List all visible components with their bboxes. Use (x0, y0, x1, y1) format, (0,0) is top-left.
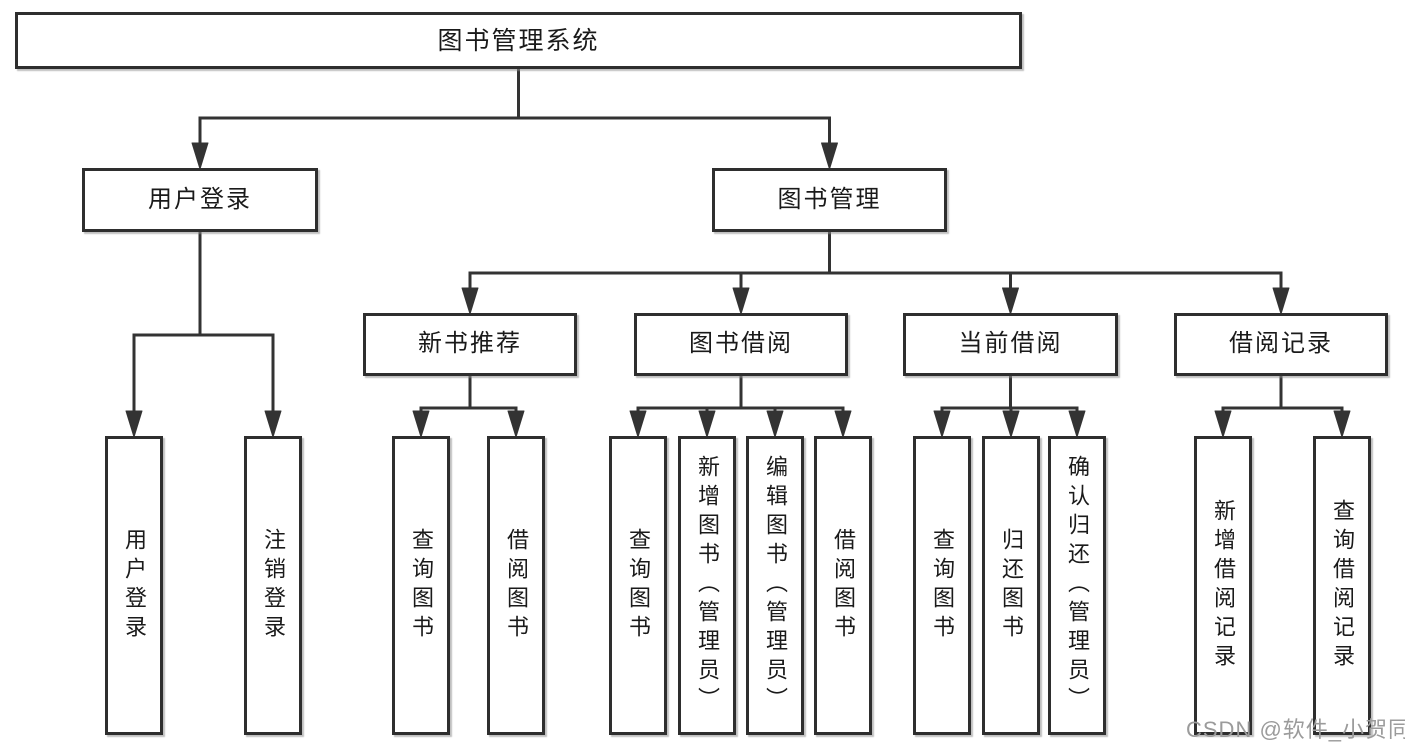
node-add-books: 新增图书（管理员） (678, 436, 736, 735)
node-add-books-label: 新增图书（管理员） (695, 455, 720, 716)
node-root-label: 图书管理系统 (437, 26, 600, 55)
node-add-borrow-record: 新增借阅记录 (1194, 436, 1252, 735)
arrowhead-user-login-group (191, 142, 209, 170)
arrowhead-edit-books (766, 410, 784, 438)
node-borrow-books-1: 借阅图书 (487, 436, 545, 735)
node-return-books-label: 归还图书 (999, 527, 1024, 644)
connector-root (191, 69, 838, 170)
node-query-borrow-record-label: 查询借阅记录 (1330, 498, 1355, 673)
node-book-borrowing: 图书借阅 (634, 313, 848, 376)
arrowhead-add-borrow-record (1214, 410, 1232, 438)
node-confirm-return: 确认归还（管理员） (1048, 436, 1106, 735)
node-edit-books-label: 编辑图书（管理员） (763, 455, 788, 716)
node-query-books-2: 查询图书 (609, 436, 667, 735)
arrowhead-borrow-books-2 (834, 410, 852, 438)
node-user-login: 用户登录 (105, 436, 163, 735)
node-book-borrowing-label: 图书借阅 (689, 330, 793, 358)
node-user-login-group-label: 用户登录 (148, 185, 252, 213)
node-add-borrow-record-label: 新增借阅记录 (1211, 498, 1236, 673)
node-book-management-label: 图书管理 (777, 185, 882, 213)
node-current-borrowing-label: 当前借阅 (958, 330, 1063, 358)
node-logout-label: 注销登录 (261, 527, 286, 644)
node-query-books-2-label: 查询图书 (626, 527, 651, 644)
arrowhead-current-borrowing (1002, 287, 1019, 315)
arrowhead-borrow-books-1 (507, 410, 525, 438)
node-borrowing-records-label: 借阅记录 (1229, 330, 1333, 358)
arrowhead-logout (264, 410, 282, 438)
node-new-book-recommendation: 新书推荐 (363, 313, 577, 376)
connector-borrowing-records (1214, 376, 1351, 438)
node-borrow-books-1-label: 借阅图书 (504, 527, 529, 644)
node-user-login-label: 用户登录 (122, 527, 147, 644)
node-query-books-3-label: 查询图书 (930, 527, 955, 644)
node-query-books-1-label: 查询图书 (409, 527, 434, 644)
connector-book-management (461, 232, 1290, 315)
node-new-book-recommendation-label: 新书推荐 (418, 330, 522, 358)
connector-user-login-group (125, 232, 282, 438)
arrowhead-new-book-recommendation (461, 287, 479, 315)
arrowhead-book-management (821, 142, 838, 170)
node-query-books-3: 查询图书 (913, 436, 971, 735)
arrowhead-query-books-1 (412, 410, 430, 438)
arrowhead-return-books (1002, 410, 1020, 438)
node-confirm-return-label: 确认归还（管理员） (1065, 455, 1090, 716)
arrowhead-query-books-2 (629, 410, 647, 438)
node-root: 图书管理系统 (15, 12, 1022, 69)
arrowhead-query-books-3 (933, 410, 951, 438)
node-current-borrowing: 当前借阅 (903, 313, 1118, 376)
connector-new-book-recommendation (412, 376, 525, 438)
connector-book-borrowing (629, 376, 852, 438)
arrowhead-user-login (125, 410, 143, 438)
node-query-borrow-record: 查询借阅记录 (1313, 436, 1371, 735)
node-logout: 注销登录 (244, 436, 302, 735)
node-query-books-1: 查询图书 (392, 436, 450, 735)
node-borrowing-records: 借阅记录 (1174, 313, 1388, 376)
node-edit-books: 编辑图书（管理员） (746, 436, 804, 735)
arrowhead-query-borrow-record (1333, 410, 1351, 438)
arrowhead-add-books (698, 410, 716, 438)
connector-current-borrowing (933, 376, 1086, 438)
node-book-management: 图书管理 (712, 168, 947, 232)
node-borrow-books-2-label: 借阅图书 (831, 527, 856, 644)
watermark: CSDN @软件_小贺同学 (1186, 717, 1405, 742)
arrowhead-confirm-return (1068, 410, 1086, 438)
node-user-login-group: 用户登录 (82, 168, 318, 232)
node-borrow-books-2: 借阅图书 (814, 436, 872, 735)
arrowhead-borrowing-records (1272, 287, 1290, 315)
node-return-books: 归还图书 (982, 436, 1040, 735)
arrowhead-book-borrowing (732, 287, 750, 315)
